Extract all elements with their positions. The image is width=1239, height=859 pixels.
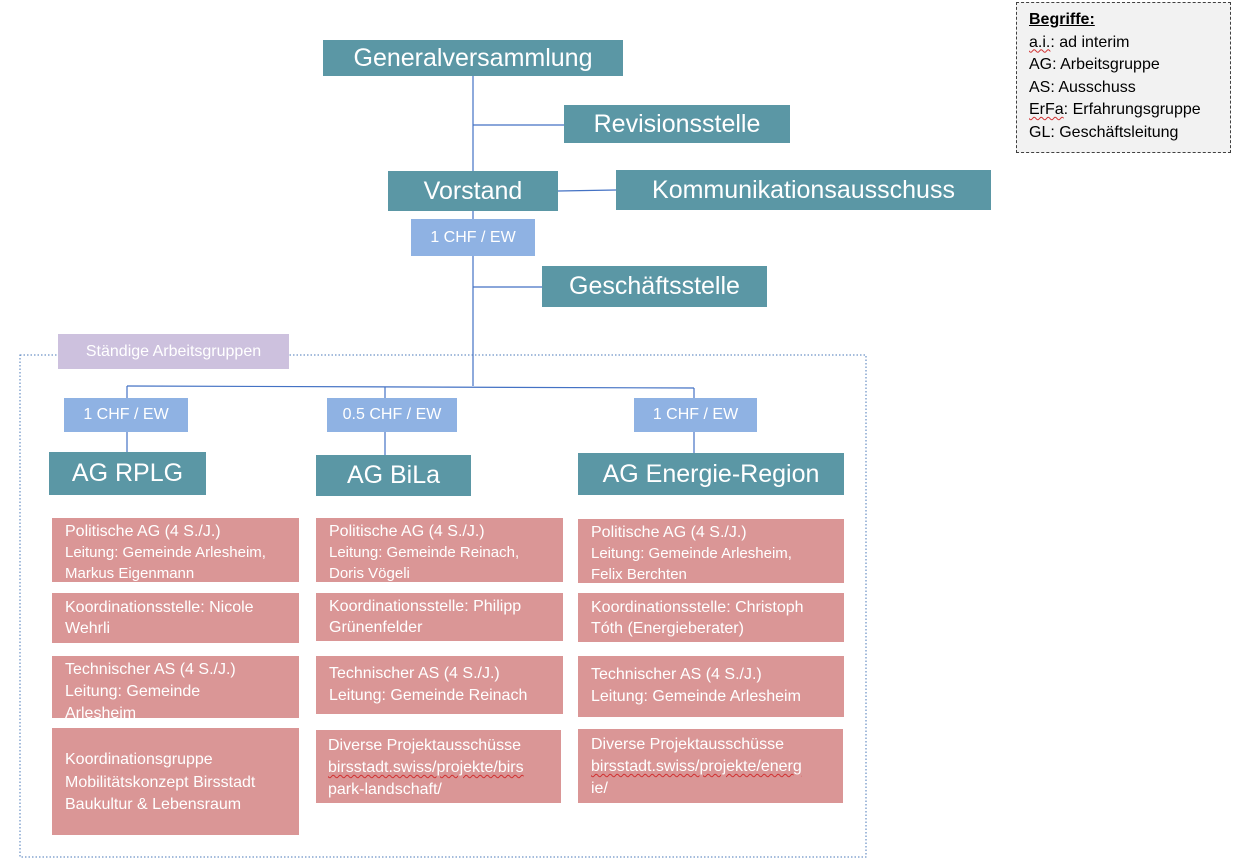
generalversammlung-box: Generalversammlung <box>323 40 623 76</box>
legend-item: GL: Geschäftsleitung <box>1029 123 1179 141</box>
revisionsstelle-box: Revisionsstelle <box>564 105 790 143</box>
ag-bila-fee: 0.5 CHF / EW <box>327 398 457 432</box>
ag-bila-politische-ag: Politische AG (4 S./J.)Leitung: Gemeinde… <box>316 518 563 582</box>
ag-energie-fee: 1 CHF / EW <box>634 398 757 432</box>
ag-rplg-fee: 1 CHF / EW <box>64 398 188 432</box>
geschaeftsstelle-box: Geschäftsstelle <box>542 266 767 307</box>
vorstand-fee-box: 1 CHF / EW <box>411 219 535 256</box>
staendige-arbeitsgruppen-label: Ständige Arbeitsgruppen <box>58 334 289 369</box>
legend-item: a.i.: ad interim <box>1029 33 1130 51</box>
ag-rplg-technischer-as: Technischer AS (4 S./J.)Leitung: Gemeind… <box>52 656 299 722</box>
ag-energie-technischer-as: Technischer AS (4 S./J.)Leitung: Gemeind… <box>578 656 844 717</box>
vorstand-box: Vorstand <box>388 171 558 211</box>
kommunikationsausschuss-box: Kommunikationsausschuss <box>616 170 991 210</box>
staendige-frame <box>19 354 867 858</box>
ag-rplg-politische-ag: Politische AG (4 S./J.)Leitung: Gemeinde… <box>52 518 299 582</box>
ag-energie-region-box: AG Energie-Region <box>578 453 844 495</box>
ag-bila-box: AG BiLa <box>316 455 471 496</box>
legend-title: Begriffe: <box>1029 11 1095 28</box>
legend-item: ErFa: Erfahrungsgruppe <box>1029 101 1201 118</box>
legend-box: Begriffe: a.i.: ad interim AG: Arbeitsgr… <box>1016 2 1231 153</box>
ag-rplg-box: AG RPLG <box>49 452 206 495</box>
ag-bila-technischer-as: Technischer AS (4 S./J.)Leitung: Gemeind… <box>316 656 563 714</box>
ag-energie-politische-ag: Politische AG (4 S./J.)Leitung: Gemeinde… <box>578 519 844 583</box>
legend-item: AS: Ausschuss <box>1029 78 1136 96</box>
line-ag-bus <box>126 385 695 389</box>
energie-link[interactable]: birsstadt.swiss/projekte/energ <box>591 758 802 775</box>
bila-link[interactable]: birsstadt.swiss/projekte/birs <box>328 759 524 776</box>
line-kommunikation <box>557 189 617 192</box>
legend-item: AG: Arbeitsgruppe <box>1029 56 1160 73</box>
